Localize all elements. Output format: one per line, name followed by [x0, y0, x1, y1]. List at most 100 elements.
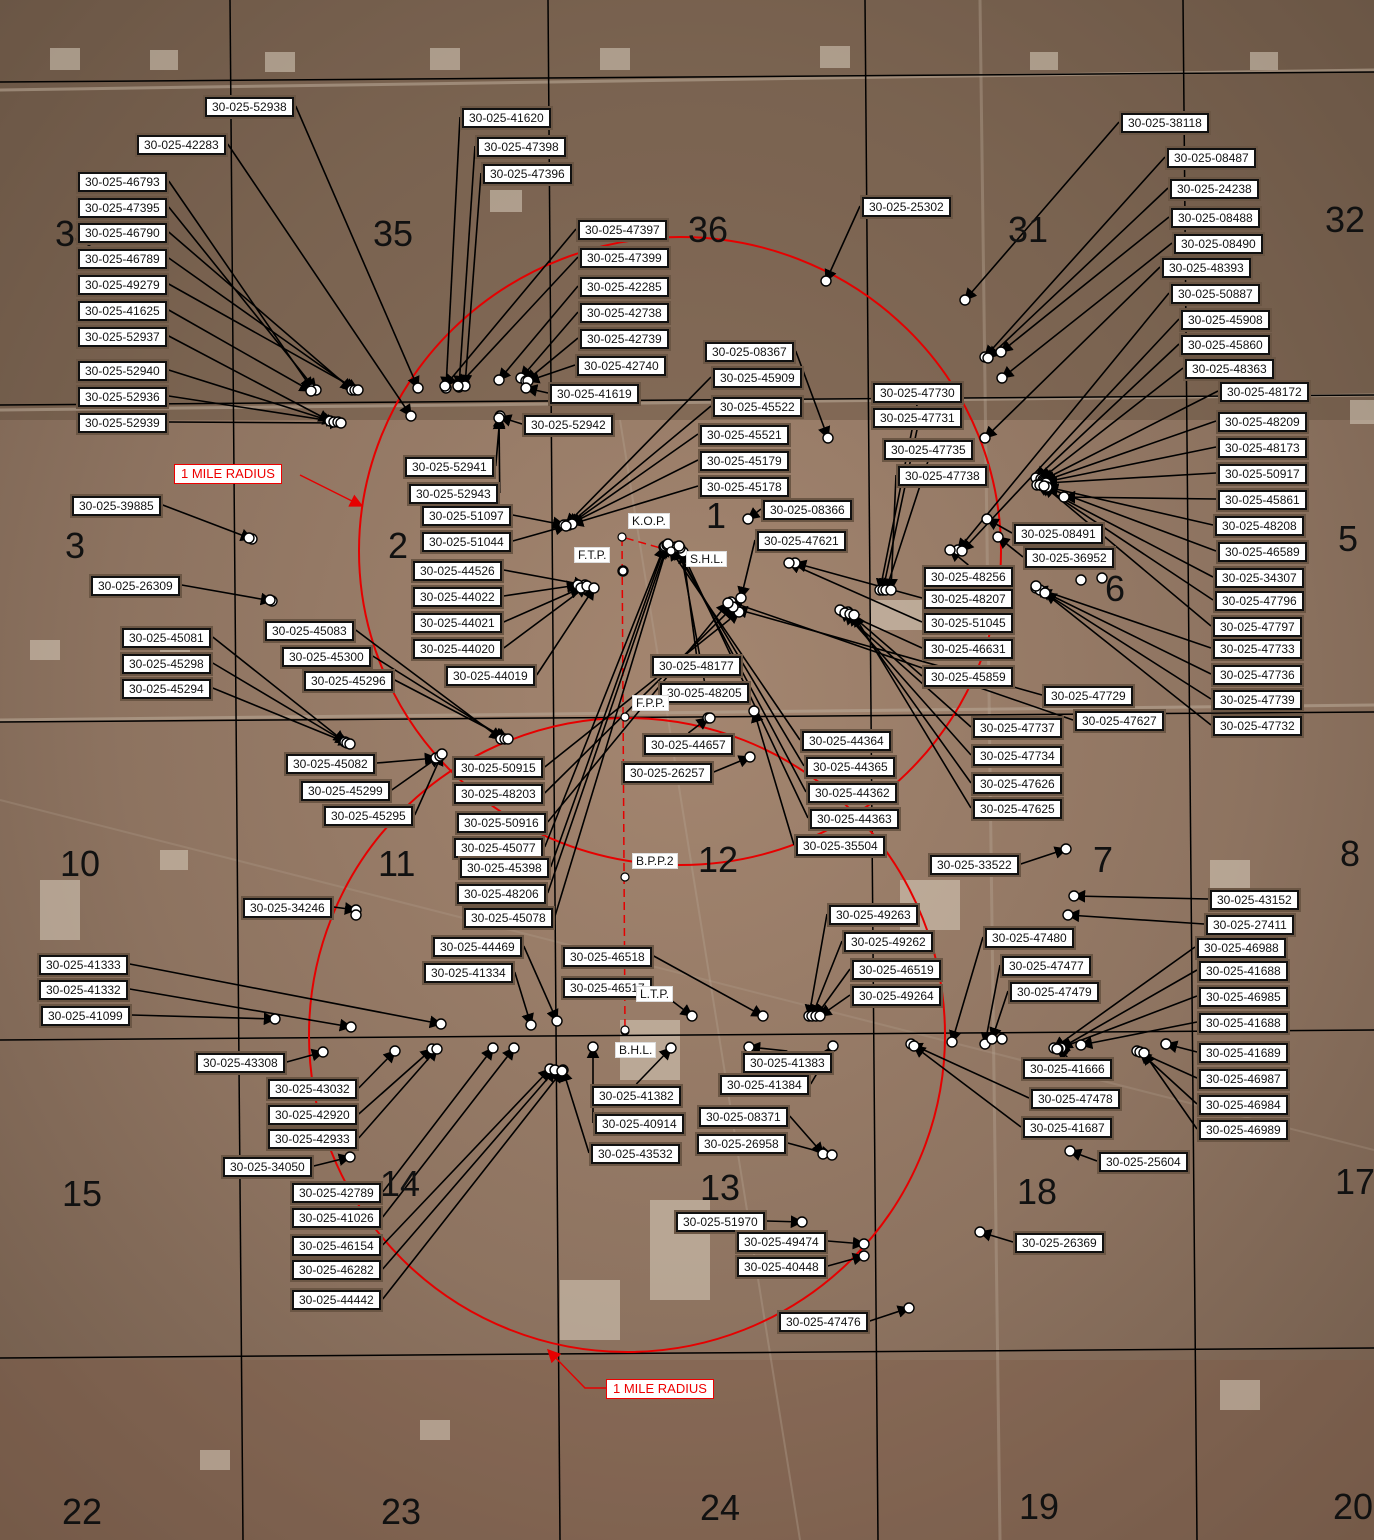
wellpath-point-label: F.T.P.	[574, 547, 611, 563]
well-api-label: 30-025-43308	[196, 1053, 285, 1073]
leader-line	[543, 545, 666, 848]
well-api-label: 30-025-48207	[924, 589, 1013, 609]
wellhead-marker	[344, 738, 356, 750]
well-api-label: 30-025-44365	[806, 757, 895, 777]
section-number: 32	[1325, 199, 1366, 240]
leader-line	[737, 539, 756, 600]
wellhead-marker	[1075, 1039, 1087, 1051]
leader-line	[536, 586, 595, 676]
leader-line	[675, 545, 807, 793]
wellpath-point-marker	[618, 566, 628, 576]
leader-line	[1059, 969, 1198, 1049]
wellhead-marker	[827, 1040, 839, 1052]
well-api-label: 30-025-41688	[1199, 961, 1288, 981]
wellhead-marker	[352, 384, 364, 396]
leader-line	[793, 559, 923, 599]
well-api-label: 30-025-47739	[1213, 690, 1302, 710]
wellhead-marker	[796, 1216, 808, 1228]
wellhead-marker	[1062, 909, 1074, 921]
leader-line	[358, 1047, 439, 1139]
well-api-label: 30-025-52939	[78, 413, 167, 433]
leader-line	[512, 522, 568, 542]
well-api-label: 30-025-49474	[737, 1232, 826, 1252]
radius-label: 1 MILE RADIUS	[606, 1379, 714, 1399]
leader-line	[212, 636, 347, 743]
well-api-label: 30-025-47797	[1213, 617, 1302, 637]
leader-line	[787, 561, 923, 623]
leader-line	[212, 662, 349, 744]
wellhead-marker	[269, 1013, 281, 1025]
leader-line	[912, 1045, 1022, 1128]
leader-line	[168, 309, 313, 392]
leader-line	[162, 504, 254, 541]
well-api-label: 30-025-50917	[1218, 464, 1307, 484]
well-api-label: 30-025-24238	[1170, 179, 1259, 199]
leader-line	[567, 433, 699, 526]
wellhead-marker	[908, 1040, 920, 1052]
wellhead-marker	[436, 748, 448, 760]
well-api-label: 30-025-25604	[1099, 1152, 1188, 1172]
wellhead-marker	[946, 1036, 958, 1048]
wellhead-marker	[431, 1043, 443, 1055]
leader-line	[440, 116, 461, 390]
leader-line	[853, 613, 972, 809]
leader-line	[653, 955, 765, 1017]
well-api-label: 30-025-41619	[550, 384, 639, 404]
well-api-label: 30-025-46519	[852, 960, 941, 980]
wellhead-marker	[744, 751, 756, 763]
leader-line	[827, 1236, 866, 1250]
well-api-label: 30-025-47730	[873, 383, 962, 403]
leader-line	[168, 335, 332, 422]
leader-line	[568, 459, 699, 525]
leader-line	[181, 584, 274, 606]
wellhead-marker	[982, 352, 994, 364]
wellhead-marker	[822, 432, 834, 444]
leader-line	[1066, 909, 1205, 925]
well-api-label: 30-025-49264	[852, 986, 941, 1006]
well-api-label: 30-025-48177	[652, 656, 741, 676]
leader-line	[129, 963, 443, 1029]
well-api-label: 30-025-41625	[78, 301, 167, 321]
well-api-label: 30-025-52940	[78, 361, 167, 381]
well-api-label: 30-025-47737	[973, 718, 1062, 738]
well-api-label: 30-025-49263	[829, 905, 918, 925]
section-number: 36	[688, 209, 729, 250]
section-number: 13	[700, 1167, 741, 1208]
well-api-label: 30-025-42738	[580, 303, 669, 323]
well-api-label: 30-025-45299	[301, 781, 390, 801]
section-number: 17	[1335, 1161, 1374, 1202]
section-number: 11	[378, 843, 416, 884]
wellhead-marker	[979, 432, 991, 444]
well-api-label: 30-025-51044	[422, 532, 511, 552]
well-api-label: 30-025-45179	[700, 451, 789, 471]
leader-line	[131, 1012, 277, 1026]
well-api-label: 30-025-47476	[779, 1312, 868, 1332]
wellpath-point-marker	[617, 532, 627, 542]
leader-line	[827, 1252, 866, 1267]
section-number: 2	[388, 525, 409, 566]
well-api-label: 30-025-34050	[223, 1157, 312, 1177]
wellhead-marker	[1075, 574, 1087, 586]
wellhead-marker	[974, 1226, 986, 1238]
wellhead-marker	[317, 1046, 329, 1058]
section-number: 12	[698, 839, 739, 880]
section-number: 10	[60, 843, 101, 884]
well-api-label: 30-025-50887	[1171, 284, 1260, 304]
well-api-label: 30-025-51045	[924, 613, 1013, 633]
well-api-label: 30-025-08367	[705, 342, 794, 362]
leader-line	[492, 416, 506, 494]
wellhead-marker	[439, 380, 451, 392]
leader-line	[983, 266, 1161, 440]
leader-line	[503, 580, 580, 597]
well-api-label: 30-025-45861	[1218, 490, 1307, 510]
section-number: 8	[1340, 833, 1361, 874]
well-api-label: 30-025-50916	[457, 813, 546, 833]
well-api-label: 30-025-43152	[1210, 890, 1299, 910]
well-api-label: 30-025-44362	[808, 783, 897, 803]
well-api-label: 30-025-42285	[580, 277, 669, 297]
well-api-label: 30-025-39885	[72, 496, 161, 516]
wellhead-marker	[264, 594, 276, 606]
well-api-label: 30-025-08488	[1171, 208, 1260, 228]
well-api-label: 30-025-41026	[292, 1208, 381, 1228]
